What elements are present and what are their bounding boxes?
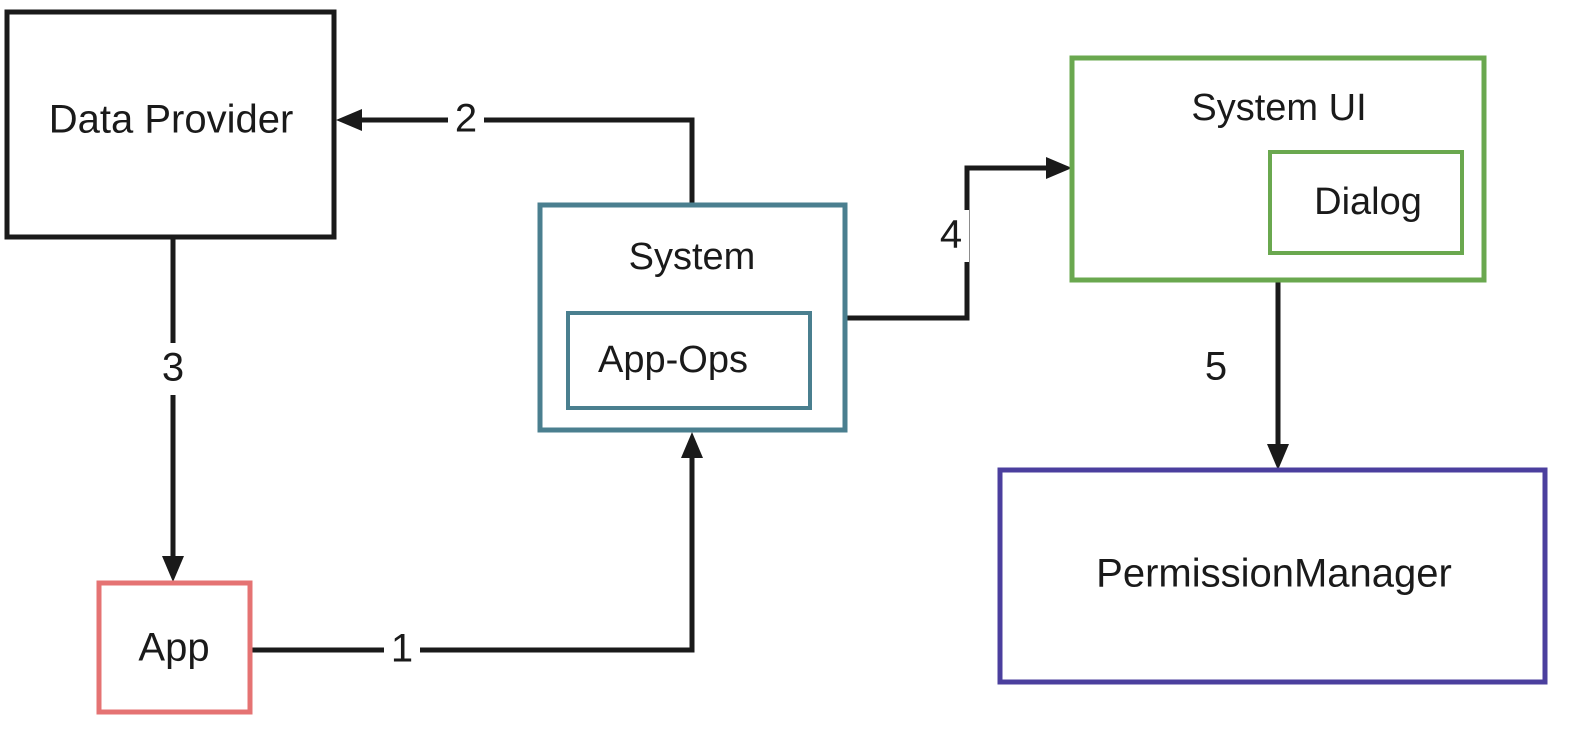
node-data-provider-box[interactable] bbox=[4, 9, 337, 240]
node-app-ops[interactable]: App-Ops bbox=[566, 311, 812, 410]
edge-2-arrowhead-icon bbox=[336, 109, 362, 131]
edge-3-label-group: 3 bbox=[155, 343, 191, 395]
edge-5-label: 5 bbox=[1205, 345, 1227, 389]
node-dialog-box[interactable] bbox=[1268, 150, 1464, 255]
edge-4-label: 4 bbox=[940, 213, 962, 257]
node-app-box[interactable] bbox=[96, 580, 253, 715]
node-permission-manager-label: PermissionManager bbox=[1096, 552, 1452, 596]
edge-1-label-group: 1 bbox=[384, 624, 420, 676]
node-dialog-label: Dialog bbox=[1314, 181, 1422, 223]
edge-5-arrowhead-icon bbox=[1267, 444, 1289, 470]
edge-5-label-group: 5 bbox=[1198, 342, 1234, 394]
edge-1-line bbox=[250, 442, 695, 653]
node-system-ui-label: System UI bbox=[1191, 87, 1366, 129]
edge-5-label-halo bbox=[1198, 342, 1234, 394]
edge-2-line bbox=[347, 117, 695, 205]
edge-3-label-halo bbox=[155, 343, 191, 395]
edge-4-arrowhead-icon bbox=[1046, 157, 1072, 179]
node-data-provider-label: Data Provider bbox=[49, 98, 294, 142]
edge-2 bbox=[336, 109, 695, 205]
node-app-label: App bbox=[138, 626, 209, 670]
node-permission-manager-box[interactable] bbox=[997, 467, 1548, 685]
edge-2-label-halo bbox=[448, 94, 484, 146]
edge-1-arrowhead-icon bbox=[681, 432, 703, 458]
edge-5 bbox=[1267, 280, 1289, 470]
edge-2-label-group: 2 bbox=[448, 94, 484, 146]
edge-1 bbox=[250, 432, 703, 653]
edge-3-arrowhead-icon bbox=[162, 556, 184, 582]
edge-2-label: 2 bbox=[455, 97, 477, 141]
node-app-ops-box[interactable] bbox=[566, 311, 812, 410]
node-app-ops-label: App-Ops bbox=[598, 339, 748, 381]
edge-4-label-halo bbox=[933, 210, 969, 262]
node-permission-manager[interactable]: PermissionManager bbox=[997, 467, 1548, 685]
edge-1-label-halo bbox=[384, 624, 420, 676]
edge-3-label: 3 bbox=[162, 346, 184, 390]
node-app[interactable]: App bbox=[96, 580, 253, 715]
edge-labels-layer: 1 2 3 4 5 bbox=[155, 94, 1234, 676]
edge-3 bbox=[162, 237, 184, 582]
node-system-label: System bbox=[629, 236, 756, 278]
edge-4-label-group: 4 bbox=[933, 210, 969, 262]
node-dialog[interactable]: Dialog bbox=[1268, 150, 1464, 255]
node-data-provider[interactable]: Data Provider bbox=[4, 9, 337, 240]
edge-1-label: 1 bbox=[391, 627, 413, 671]
